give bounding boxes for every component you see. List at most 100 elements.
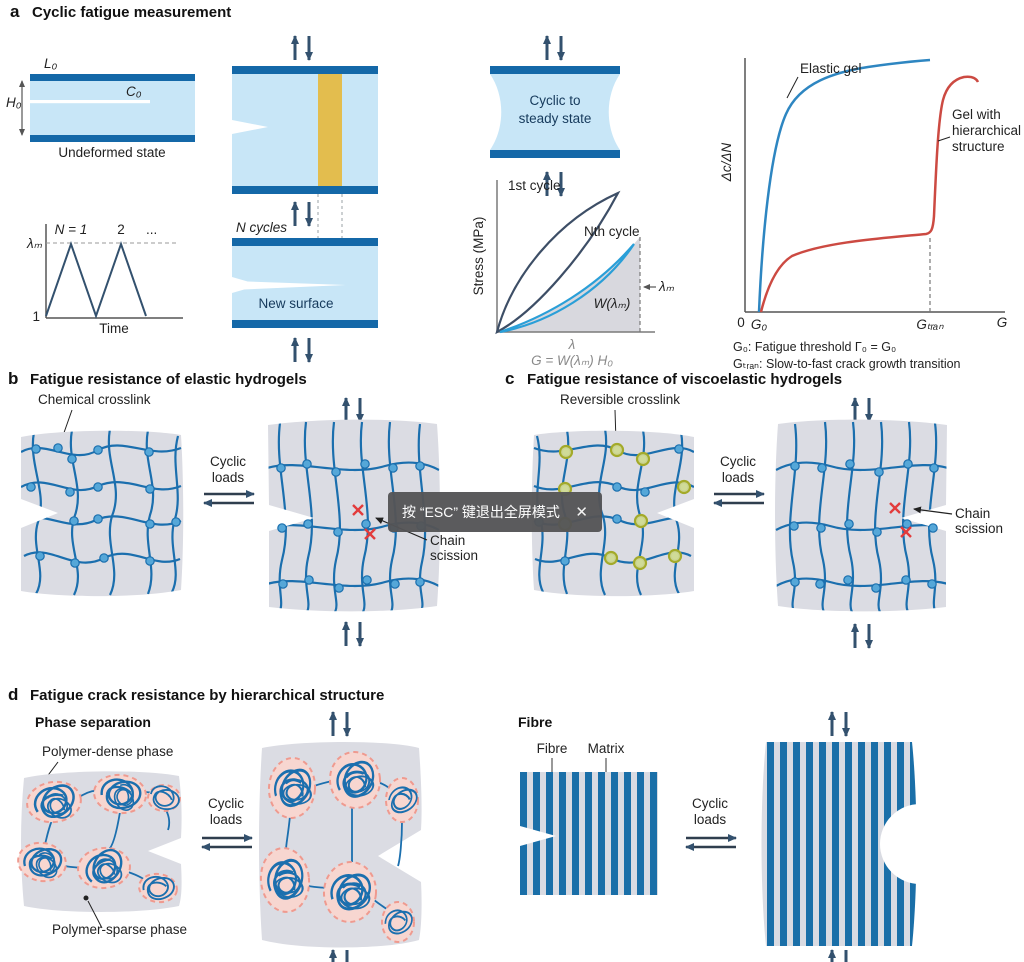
fullscreen-exit-toast: 按 “ESC” 键退出全屏模式 ✕ xyxy=(388,492,602,532)
first-cycle-loop xyxy=(495,190,621,335)
cycle-2-label: 2 xyxy=(117,222,125,237)
transition-note: Gₜᵣₐₙ: Slow-to-fast crack growth transit… xyxy=(733,357,961,371)
cyclic-loads-label-line2: loads xyxy=(210,812,243,827)
height-label: H₀ xyxy=(6,95,22,110)
cyclic-loads-label-line2: loads xyxy=(212,470,245,485)
steady-label-line2: steady state xyxy=(519,111,592,126)
cycle-1-label: N = 1 xyxy=(55,222,88,237)
steady-state-specimen: Cyclic to steady state xyxy=(490,36,620,196)
chain-scission-label-line2: scission xyxy=(955,521,1003,536)
blunted-notch xyxy=(880,804,960,884)
dense-phase-domains xyxy=(259,751,421,943)
new-surface-specimen: New surface xyxy=(232,238,378,362)
load-arrows-bottom xyxy=(832,950,846,962)
new-surface-label: New surface xyxy=(258,296,333,311)
undeformed-specimen: L₀ H₀ C₀ Undeformed state xyxy=(6,56,195,160)
panel-a: a Cyclic fatigue measurement L₀ H₀ C₀ Un… xyxy=(6,2,1021,371)
panel-a-title: Cyclic fatigue measurement xyxy=(32,4,231,21)
nth-cycle-loop xyxy=(499,243,635,334)
panel-c-letter: c xyxy=(505,369,514,388)
toast-close-icon[interactable]: ✕ xyxy=(575,504,588,521)
panel-b-letter: b xyxy=(8,369,18,388)
load-arrows-top xyxy=(547,36,561,60)
n-cycles-label: N cycles xyxy=(236,220,287,235)
load-arrows-bottom xyxy=(855,624,869,648)
cyclic-loads-label-line1: Cyclic xyxy=(208,796,244,811)
panel-c-title: Fatigue resistance of viscoelastic hydro… xyxy=(527,371,842,388)
load-arrows-top xyxy=(333,712,347,736)
first-cycle-label: 1st cycle xyxy=(508,178,561,193)
elastic-gel-curve xyxy=(757,58,931,313)
fibre-label: Fibre xyxy=(537,741,568,756)
notch-mouth xyxy=(232,277,260,293)
panel-b: b Fatigue resistance of elastic hydrogel… xyxy=(8,369,478,646)
load-arrows-bottom xyxy=(346,622,360,646)
lambda-m-label: λₘ xyxy=(658,279,675,294)
reversible-crosslink-label: Reversible crosslink xyxy=(560,392,680,407)
fibre-section: Fibre Fibre Matrix Cyclic loads xyxy=(518,712,960,962)
cyclic-loads-label-line1: Cyclic xyxy=(720,454,756,469)
stress-ylabel: Stress (MPa) xyxy=(471,217,486,296)
length-label: L₀ xyxy=(44,56,58,71)
load-arrows-top xyxy=(346,398,360,422)
nth-cycle-label: Nth cycle xyxy=(584,224,640,239)
work-area xyxy=(500,237,640,332)
panel-b-title: Fatigue resistance of elastic hydrogels xyxy=(30,371,307,388)
polymer-dense-label: Polymer-dense phase xyxy=(42,744,173,759)
fullscreen-toast-message: 按 “ESC” 键退出全屏模式 xyxy=(402,504,560,520)
cyclic-loads-label-line1: Cyclic xyxy=(210,454,246,469)
wave-ymin-label: 1 xyxy=(32,309,40,324)
load-arrows-bottom xyxy=(295,338,309,362)
notch xyxy=(520,826,556,846)
panel-d-letter: d xyxy=(8,685,18,704)
fibre-composite-relaxed xyxy=(520,772,658,895)
panel-d: d Fatigue crack resistance by hierarchic… xyxy=(8,685,960,962)
scission-arrow xyxy=(913,506,953,515)
crack-length-label: C₀ xyxy=(126,84,142,99)
phase-separated-stretched xyxy=(259,742,422,948)
undeformed-caption: Undeformed state xyxy=(58,145,165,160)
cyclic-loads-arrows xyxy=(202,838,252,847)
polymer-sparse-label: Polymer-sparse phase xyxy=(52,922,187,937)
stretch-time-plot: λₘ 1 N = 1 2 ... Time xyxy=(26,222,183,336)
hier-label-line1: Gel with xyxy=(952,107,1001,122)
cyclic-loads-label-line2: loads xyxy=(694,812,727,827)
crack-growth-band xyxy=(318,74,342,186)
notch xyxy=(232,120,268,134)
panel-d-title: Fatigue crack resistance by hierarchical… xyxy=(30,687,384,704)
cyclic-loads-label-line2: loads xyxy=(722,470,755,485)
threshold-note: G₀: Fatigue threshold Γ₀ = G₀ xyxy=(733,340,896,354)
gtran-tick: Gₜᵣₐₙ xyxy=(916,317,944,332)
origin-tick: 0 xyxy=(737,315,745,330)
load-arrows-bottom xyxy=(295,202,309,226)
elastic-network-relaxed xyxy=(21,429,183,596)
wave-ymax-label: λₘ xyxy=(26,236,43,251)
cyclic-loads-arrows xyxy=(714,494,764,503)
grown-crack xyxy=(232,281,346,290)
stretched-specimen xyxy=(232,36,378,226)
steady-label-line1: Cyclic to xyxy=(529,93,580,108)
wave-xlabel: Time xyxy=(99,321,129,336)
hier-label-line3: structure xyxy=(952,139,1005,154)
g0-tick: G₀ xyxy=(751,317,768,332)
phase-separation-heading: Phase separation xyxy=(35,714,151,730)
stress-stretch-plot: Stress (MPa) 1st cycle Nth cycle W(λₘ) λ… xyxy=(471,178,675,368)
load-arrows-bottom xyxy=(333,950,347,962)
energy-release-equation: G = W(λₘ) H₀ xyxy=(531,353,613,368)
initial-crack xyxy=(30,100,150,104)
load-arrows-top xyxy=(855,398,869,422)
chemical-crosslink-label: Chemical crosslink xyxy=(38,392,151,407)
hier-label-line2: hierarchical xyxy=(952,123,1021,138)
phase-separated-relaxed xyxy=(17,771,184,912)
elastic-gel-label: Elastic gel xyxy=(800,61,862,76)
panel-c: c Fatigue resistance of viscoelastic hyd… xyxy=(505,369,1003,648)
crack-ylabel: Δc/ΔN xyxy=(719,143,734,183)
matrix-label: Matrix xyxy=(588,741,625,756)
load-arrows-top xyxy=(832,712,846,736)
chain-scission-label-line1: Chain xyxy=(955,506,990,521)
triangular-wave xyxy=(45,240,147,320)
fibre-heading: Fibre xyxy=(518,714,552,730)
fibre-composite-stretched xyxy=(761,742,960,946)
